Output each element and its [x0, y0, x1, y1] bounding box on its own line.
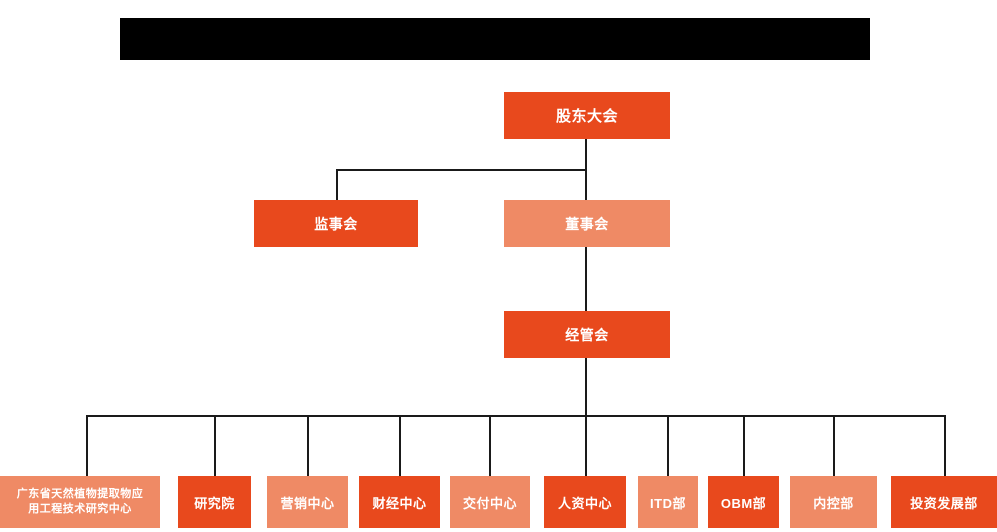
connector-shareholders-to-bus: [585, 139, 587, 170]
node-label: 监事会: [314, 215, 358, 232]
node-management-committee[interactable]: 经管会: [504, 311, 670, 358]
node-label: 内控部: [813, 495, 854, 511]
title-banner: [120, 18, 870, 60]
node-label: 董事会: [565, 215, 609, 232]
node-research-institute[interactable]: 研究院: [178, 476, 251, 528]
node-label: 交付中心: [462, 495, 517, 511]
node-label: 经管会: [565, 326, 609, 343]
node-label: 人资中心: [557, 495, 612, 511]
connector-leaf-bus: [86, 415, 946, 417]
connector-management-to-leaf-bus: [585, 358, 587, 416]
node-obm-department[interactable]: OBM部: [708, 476, 779, 528]
node-engineering-research-center[interactable]: 广东省天然植物提取物应用工程技术研究中心: [0, 476, 160, 528]
connector-drop-investment-development-department: [944, 415, 946, 477]
node-label: ITD部: [650, 495, 686, 511]
connector-drop-itd-department: [667, 415, 669, 477]
connector-level2-bus: [336, 169, 587, 171]
node-label-line-1: 广东省天然植物提取物应: [16, 488, 144, 500]
connector-drop-finance-center: [399, 415, 401, 477]
node-shareholders-meeting[interactable]: 股东大会: [504, 92, 670, 139]
node-label: 投资发展部: [910, 495, 978, 511]
node-finance-center[interactable]: 财经中心: [359, 476, 440, 528]
node-hr-center[interactable]: 人资中心: [544, 476, 626, 528]
connector-drop-marketing-center: [307, 415, 309, 477]
node-label: 研究院: [194, 495, 235, 511]
node-label: 广东省天然植物提取物应用工程技术研究中心: [0, 487, 160, 517]
connector-drop-research-institute: [214, 415, 216, 477]
connector-drop-delivery-center: [489, 415, 491, 477]
connector-directors-to-management: [585, 247, 587, 312]
connector-drop-internal-control-department: [833, 415, 835, 477]
node-itd-department[interactable]: ITD部: [638, 476, 698, 528]
node-label: 营销中心: [280, 495, 335, 511]
node-label: 财经中心: [372, 495, 427, 511]
node-board-of-directors[interactable]: 董事会: [504, 200, 670, 247]
connector-drop-hr-center: [585, 415, 587, 477]
node-label: 股东大会: [555, 108, 618, 125]
node-internal-control-department[interactable]: 内控部: [790, 476, 877, 528]
node-board-of-supervisors[interactable]: 监事会: [254, 200, 418, 247]
connector-bus-to-directors: [585, 169, 587, 200]
connector-drop-obm-department: [743, 415, 745, 477]
connector-drop-engineering-research-center: [86, 415, 88, 477]
connector-bus-to-supervisors: [336, 169, 338, 200]
node-label: OBM部: [720, 495, 767, 511]
node-label-line-2: 用工程技术研究中心: [28, 503, 132, 515]
node-delivery-center[interactable]: 交付中心: [450, 476, 530, 528]
node-marketing-center[interactable]: 营销中心: [267, 476, 348, 528]
node-investment-development-department[interactable]: 投资发展部: [891, 476, 997, 528]
